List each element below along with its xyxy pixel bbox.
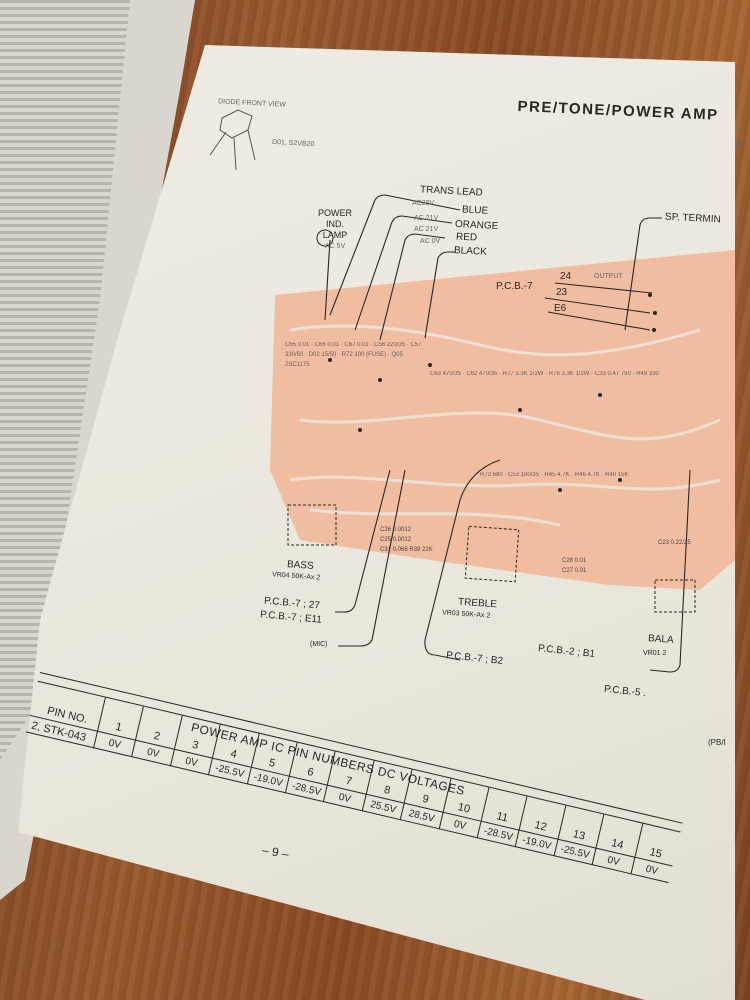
component-label: C23 0.22/25 bbox=[658, 540, 691, 546]
pcb7-label: P.C.B.-7 bbox=[496, 281, 533, 292]
component-label: C28 0.01 bbox=[562, 558, 587, 564]
bass-pot-icon bbox=[287, 504, 337, 546]
component-label: C62 470/35 bbox=[466, 371, 498, 377]
control-boxes bbox=[287, 504, 696, 613]
component-label: C67 0.01 bbox=[344, 342, 369, 348]
component-label: R73 680 bbox=[480, 472, 503, 478]
lead-voltage: AC 21V bbox=[414, 226, 439, 233]
pcb7-pin: 23 bbox=[556, 287, 568, 298]
balance-pot-icon bbox=[654, 579, 696, 613]
lead-voltage: AC26V bbox=[412, 200, 435, 207]
lead-color: BLUE bbox=[461, 204, 489, 217]
component-label: C57 330/50 bbox=[285, 342, 422, 358]
component-label: R77 3.3K 1/2W bbox=[502, 371, 544, 377]
treble-pot-icon bbox=[464, 525, 520, 583]
component-label: R46 4.7K bbox=[574, 472, 600, 478]
lead-color: ORANGE bbox=[454, 218, 499, 233]
component-label: D02 15/50 bbox=[308, 352, 337, 358]
lead-color: BLACK bbox=[453, 245, 488, 258]
component-label: C33 0.47 750 bbox=[594, 371, 631, 377]
lead-voltage: AC 0V bbox=[420, 238, 441, 245]
pcb-board bbox=[270, 250, 735, 590]
component-label: C66 0.01 bbox=[314, 342, 340, 348]
pcb7-pin: E6 bbox=[554, 303, 567, 314]
component-label: C53 100/35 bbox=[508, 472, 540, 478]
lead-voltage: AC 21V bbox=[414, 215, 439, 222]
component-labels: C65 0.01 · C66 0.01 · C67 0.01 · C56 220… bbox=[285, 342, 422, 368]
lamp-line: POWER bbox=[318, 208, 353, 218]
wires bbox=[324, 194, 691, 673]
component-dots bbox=[328, 293, 657, 492]
component-label: C56 220/35 bbox=[374, 342, 406, 348]
connection-label: (MIC) bbox=[310, 641, 328, 648]
component-label: Q05 2SC1175 bbox=[285, 352, 403, 368]
lamp-voltage: AC 5V bbox=[324, 243, 346, 250]
component-label: R49 330 bbox=[636, 371, 659, 377]
side-note: (PB/I bbox=[708, 738, 726, 747]
component-label: C26 0.0012 bbox=[380, 527, 412, 533]
component-labels: C63 470/35 · C62 470/35 · R77 3.3K 1/2W … bbox=[430, 371, 659, 377]
lamp-line: IND. bbox=[326, 219, 344, 229]
component-labels: C28 0.01 C27 0.01 bbox=[562, 556, 586, 576]
component-label: R40 15K bbox=[605, 472, 629, 478]
lamp-line: LAMP bbox=[322, 230, 348, 240]
power-lamp-label: POWER IND. LAMP AC 5V bbox=[318, 208, 352, 252]
lamp-icon bbox=[316, 229, 334, 247]
output-label: OUTPUT bbox=[594, 273, 623, 280]
component-label: C31 0.068 bbox=[380, 547, 408, 553]
component-labels: C26 0.0012 C25 0.0012 C31 0.068 R39 22K bbox=[380, 525, 480, 555]
diode-front-view-icon bbox=[209, 109, 256, 171]
pcb-traces bbox=[289, 324, 721, 527]
component-label: C25 0.0012 bbox=[380, 537, 412, 543]
pcb7-pin: 24 bbox=[560, 271, 572, 282]
pcb-copper-area bbox=[270, 250, 735, 590]
balance-label: BALA bbox=[647, 633, 674, 646]
component-label: R39 22K bbox=[409, 547, 433, 553]
component-label: C65 0.01 bbox=[285, 342, 310, 348]
component-labels: R73 680 · C53 100/35 · R45 4.7K · R46 4.… bbox=[480, 472, 629, 478]
component-label: C63 470/35 bbox=[430, 371, 462, 377]
component-label: C27 0.01 bbox=[562, 568, 587, 574]
page-subtitle: (E bbox=[735, 140, 742, 147]
component-label: R45 4.7K bbox=[544, 472, 570, 478]
component-label: R72 100 (FUSE) bbox=[341, 352, 387, 358]
bass-label: BASS bbox=[286, 559, 315, 572]
lead-color: RED bbox=[455, 231, 478, 244]
component-label: R76 3.3K 1/2W bbox=[548, 371, 590, 377]
balance-part: VR01 2 bbox=[643, 650, 667, 657]
